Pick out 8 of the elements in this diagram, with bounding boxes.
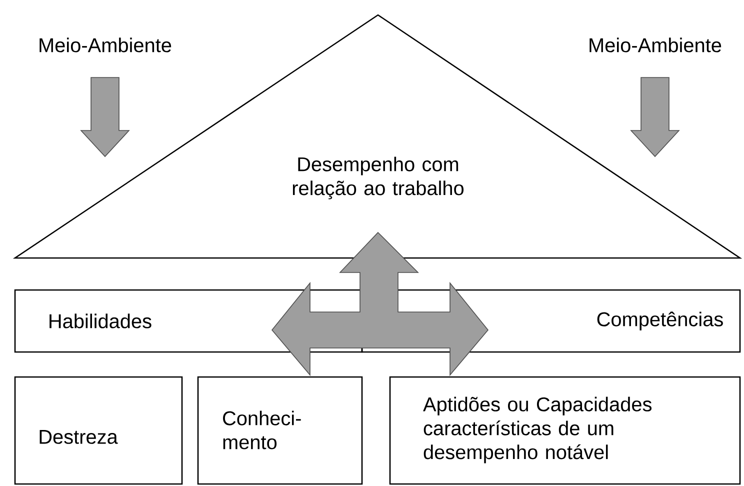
block-arrow [80,77,130,158]
process-box: Destreza [14,376,183,485]
block-arrow [630,77,680,158]
label-text: Meio-Ambiente [40,38,172,52]
process-box: Habilidades [14,289,363,353]
process-box: Conheci- mento [197,376,363,485]
process-box: Aptidões ou Capacidades características de um desempenho notável [389,376,741,485]
label-text: Meio-Ambiente [590,38,722,52]
